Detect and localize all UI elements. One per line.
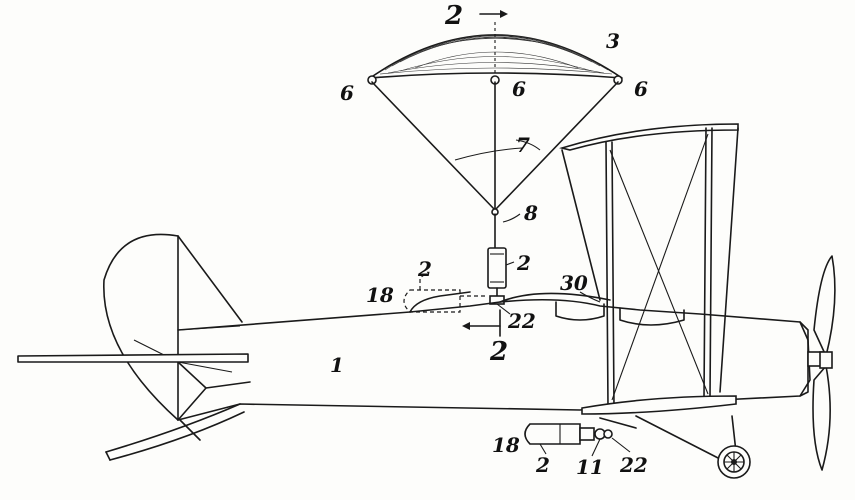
shroud-lines [371,81,619,211]
label-pack-bottom: 2 [535,453,550,477]
label-eye-right: 6 [634,77,648,101]
label-fuselage: 1 [330,353,344,377]
parachute-pack-top [487,247,515,305]
label-release-bottom: 22 [619,453,648,477]
cockpit [499,292,685,326]
propeller [812,255,836,471]
wing-struts [605,127,713,409]
upper-wing [559,123,739,393]
release-top [462,303,511,337]
rudder [103,233,251,421]
suspension-cord [491,208,521,249]
label-upper-bracket: 30 [560,271,588,295]
label-section-top: 2 [444,1,463,31]
label-cylinder-top: 18 [366,283,394,307]
label-cylinder-bottom: 18 [492,433,520,457]
label-latch: 11 [576,455,604,479]
tailplane [17,353,249,363]
canopy-eyes [367,75,623,85]
label-eye-left: 6 [340,81,354,105]
tail-skid [105,403,245,461]
parachute-canopy [369,22,623,80]
label-canopy: 3 [606,29,620,53]
label-pack-top: 2 [516,251,531,275]
label-pack-dashed: 2 [417,257,432,281]
lower-wing [581,395,737,415]
cylinder-bottom [524,423,631,457]
label-ring: 8 [523,201,538,225]
landing-gear [599,415,751,479]
bracket-leader [579,291,601,303]
label-eye-center: 6 [512,77,526,101]
label-shrouds: 7 [516,133,530,157]
label-release-top: 22 [507,309,536,333]
section-arrow-top: 2 [444,1,508,31]
label-section-bottom: 2 [489,337,508,367]
cylinder-top-dashed [403,271,486,313]
